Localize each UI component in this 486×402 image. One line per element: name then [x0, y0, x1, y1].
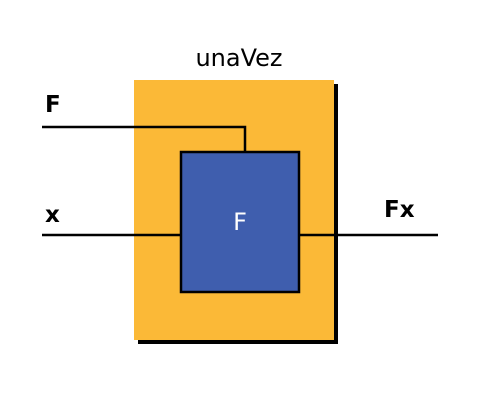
function-input-line: [42, 125, 247, 152]
inner-function-label: F: [233, 208, 247, 236]
value-input-label: x: [45, 202, 60, 228]
function-input-label: F: [45, 92, 61, 118]
inner-function-block: [179, 150, 301, 294]
container-title: unaVez: [195, 44, 282, 72]
output-label: Fx: [384, 197, 415, 223]
